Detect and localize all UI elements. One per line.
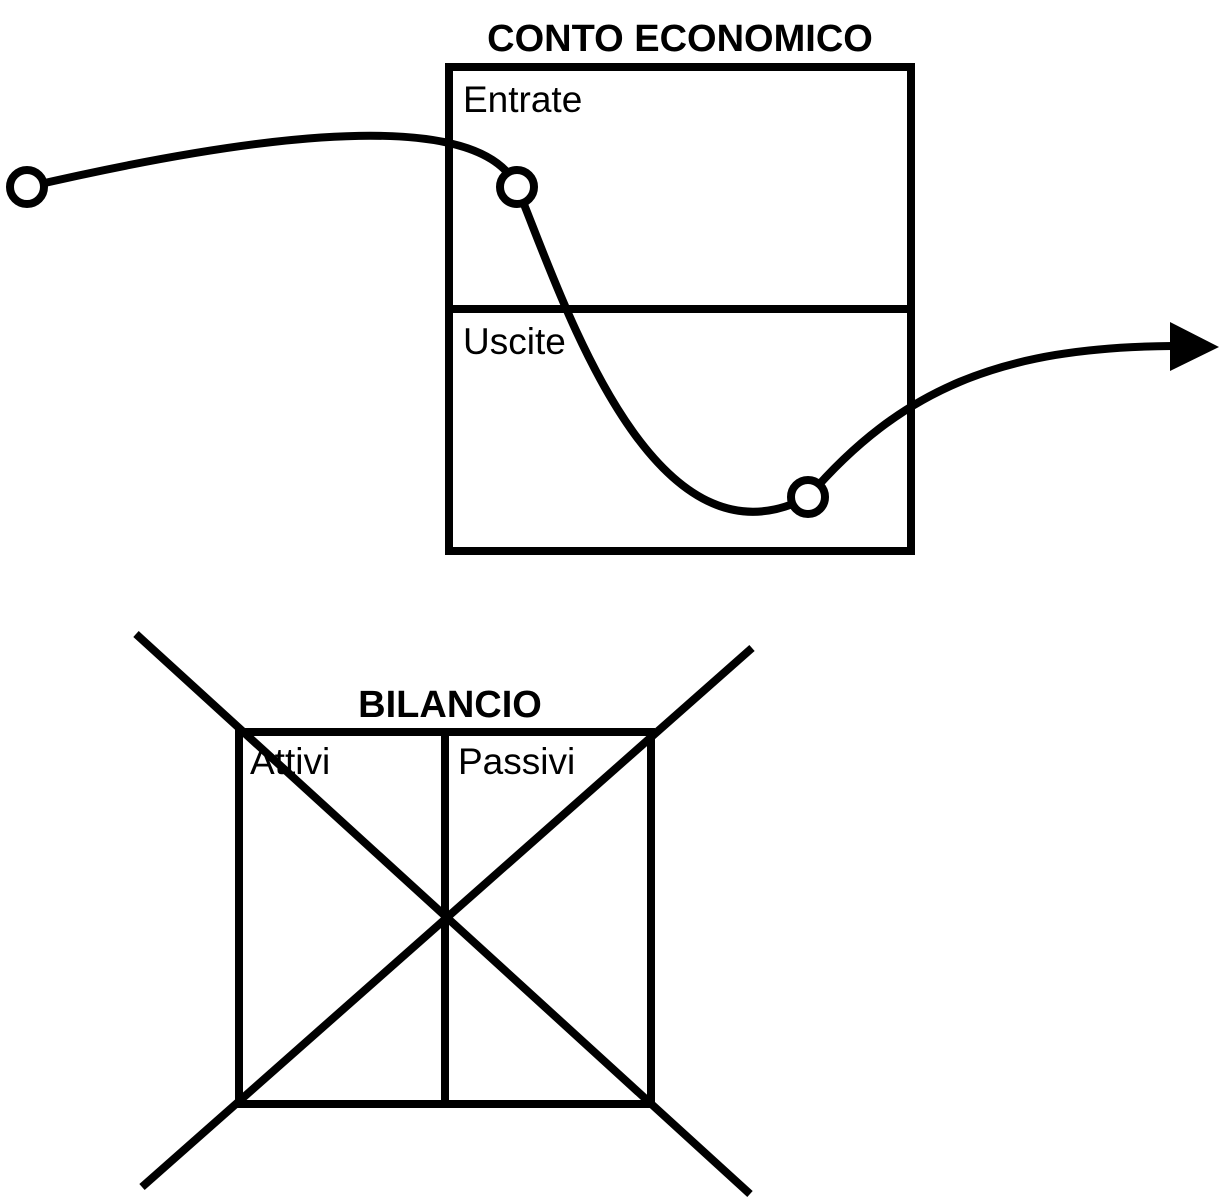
uscite-label: Uscite: [463, 321, 566, 362]
flow-curve-segment-2: [513, 185, 810, 516]
flow-waypoint-node[interactable]: [496, 166, 538, 208]
arrowhead-icon: [1170, 322, 1219, 371]
conto-economico-group: CONTO ECONOMICO Entrate Uscite: [445, 18, 915, 555]
conto-economico-title: CONTO ECONOMICO: [487, 18, 873, 60]
flow-curve-segment-3: [804, 342, 1173, 500]
entrate-label: Entrate: [463, 79, 582, 120]
flow-curve-segment-1: [26, 131, 521, 191]
bilancio-title: BILANCIO: [358, 684, 542, 726]
cross-out-line: [133, 631, 753, 1197]
flow-waypoint-node[interactable]: [787, 476, 829, 518]
bilancio-group: BILANCIO Attivi Passivi: [133, 631, 755, 1197]
passivi-label: Passivi: [458, 741, 575, 782]
cross-out-line: [139, 645, 755, 1190]
flow-start-node[interactable]: [6, 166, 48, 208]
flow-connector[interactable]: [6, 131, 1219, 518]
